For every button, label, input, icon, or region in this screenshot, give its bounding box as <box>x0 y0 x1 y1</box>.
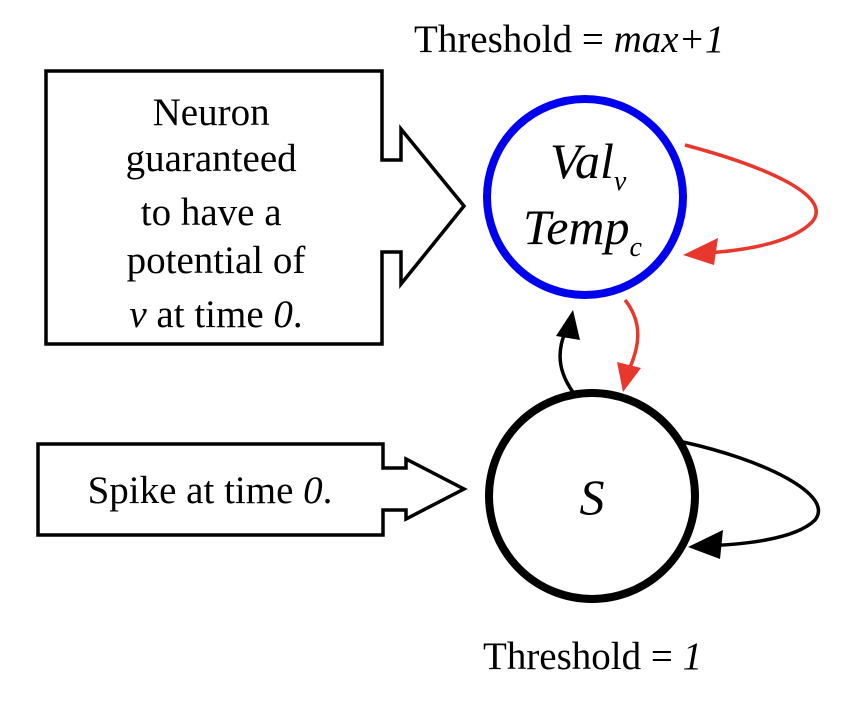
edge-value-to-start <box>623 298 640 373</box>
value-neuron-temp-sub: c <box>630 232 643 263</box>
value-neuron-line-1: Valv <box>550 133 627 197</box>
edge-start-to-value-arrowhead <box>556 310 580 340</box>
bottom-threshold-value: 1 <box>683 635 703 678</box>
bottom-threshold-prefix: Threshold = <box>483 635 683 678</box>
top-threshold-label: Threshold = max+1 <box>414 18 724 61</box>
callout-top-line-5: v at time 0. <box>129 293 302 336</box>
callout-top-line-2: guaranteed <box>126 137 298 180</box>
callout-top-text: Neuron guaranteed to have a potential of <box>126 91 307 282</box>
top-threshold-value: max+1 <box>614 18 725 61</box>
top-threshold-prefix: Threshold = <box>414 18 614 61</box>
callout-bottom-shape <box>36 442 468 537</box>
callout-bottom-prefix: Spike at time <box>88 469 304 512</box>
value-neuron-temp: Temp <box>523 199 630 255</box>
value-neuron <box>483 95 687 299</box>
start-neuron-label: S <box>580 469 605 525</box>
callout-top-mid: at time <box>147 293 274 336</box>
bottom-threshold-label: Threshold = 1 <box>483 635 702 678</box>
callout-top-line-1: Neuron <box>153 91 270 134</box>
callout-top-shape <box>44 69 467 346</box>
value-neuron-val-sub: v <box>614 166 627 197</box>
edge-value-to-start-arrowhead <box>617 362 641 392</box>
start-self-loop-arrowhead <box>688 530 723 559</box>
value-neuron-line-2: Tempc <box>523 199 643 263</box>
callout-top-end: . <box>293 293 303 336</box>
callout-top-line-3: to have a <box>141 191 282 234</box>
start-neuron-self-loop <box>682 440 821 548</box>
callout-top-var: v <box>129 293 147 336</box>
callout-bottom-suffix: . <box>323 469 333 512</box>
callout-bottom-text: Spike at time 0. <box>88 469 333 512</box>
value-neuron-val: Val <box>550 133 614 189</box>
start-neuron <box>485 389 699 603</box>
value-self-loop-arrowhead <box>683 238 718 265</box>
callout-top-line-4: potential of <box>127 239 306 282</box>
edge-start-to-value <box>558 329 577 397</box>
callout-bottom-num: 0 <box>303 469 323 512</box>
value-neuron-self-loop <box>684 143 818 256</box>
callout-top-num: 0 <box>273 293 293 336</box>
